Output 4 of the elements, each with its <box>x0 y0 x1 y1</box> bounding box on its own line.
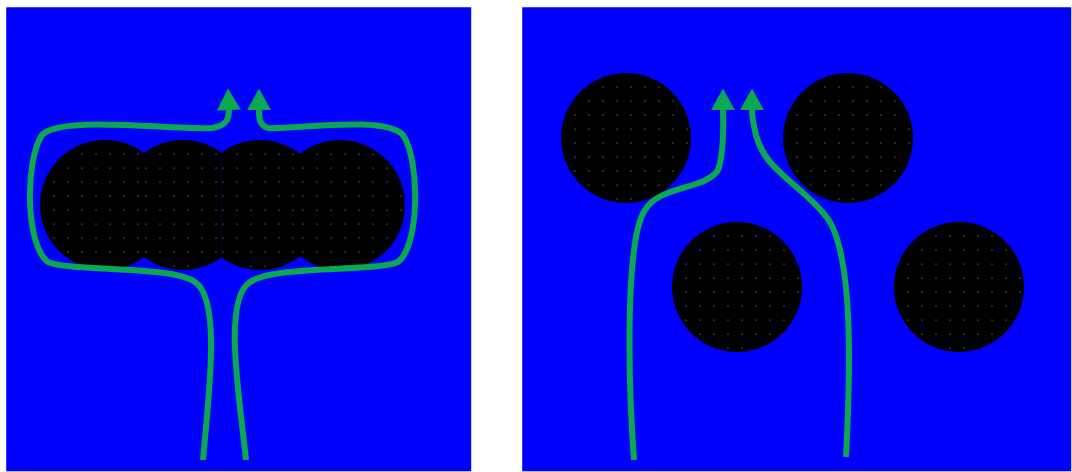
dotted-circle <box>783 73 913 203</box>
dotted-circle <box>894 222 1024 352</box>
dotted-circle <box>561 73 691 203</box>
dotted-circle <box>672 222 802 352</box>
